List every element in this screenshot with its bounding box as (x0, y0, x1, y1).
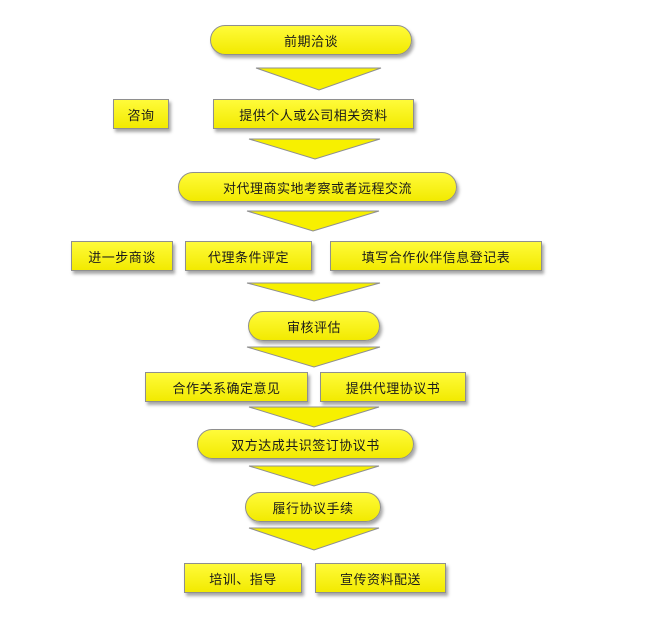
step-inspection: 对代理商实地考察或者远程交流 (178, 172, 457, 202)
step-consult: 咨询 (113, 99, 169, 129)
step-initial-negotiation: 前期洽谈 (210, 25, 412, 55)
arrow-down-3 (246, 210, 380, 232)
arrow-down-2 (248, 138, 381, 160)
arrow-down-7 (248, 465, 380, 487)
step-provide-agreement: 提供代理协议书 (320, 372, 466, 402)
step-partner-registration: 填写合作伙伴信息登记表 (330, 241, 542, 271)
arrow-down-1 (255, 67, 382, 91)
arrow-down-4 (246, 282, 381, 302)
step-evaluate-terms: 代理条件评定 (185, 241, 312, 271)
arrow-down-8 (248, 527, 380, 551)
arrow-down-6 (248, 406, 380, 428)
step-review: 审核评估 (248, 311, 380, 341)
arrow-down-5 (246, 346, 381, 368)
step-training: 培训、指导 (184, 563, 302, 593)
step-cooperation-opinion: 合作关系确定意见 (145, 372, 308, 402)
step-further-negotiation: 进一步商谈 (71, 241, 173, 271)
step-fulfill-procedures: 履行协议手续 (245, 492, 381, 522)
step-materials-delivery: 宣传资料配送 (315, 563, 446, 593)
step-provide-info: 提供个人或公司相关资料 (213, 99, 414, 129)
step-sign-agreement: 双方达成共识签订协议书 (197, 429, 414, 459)
